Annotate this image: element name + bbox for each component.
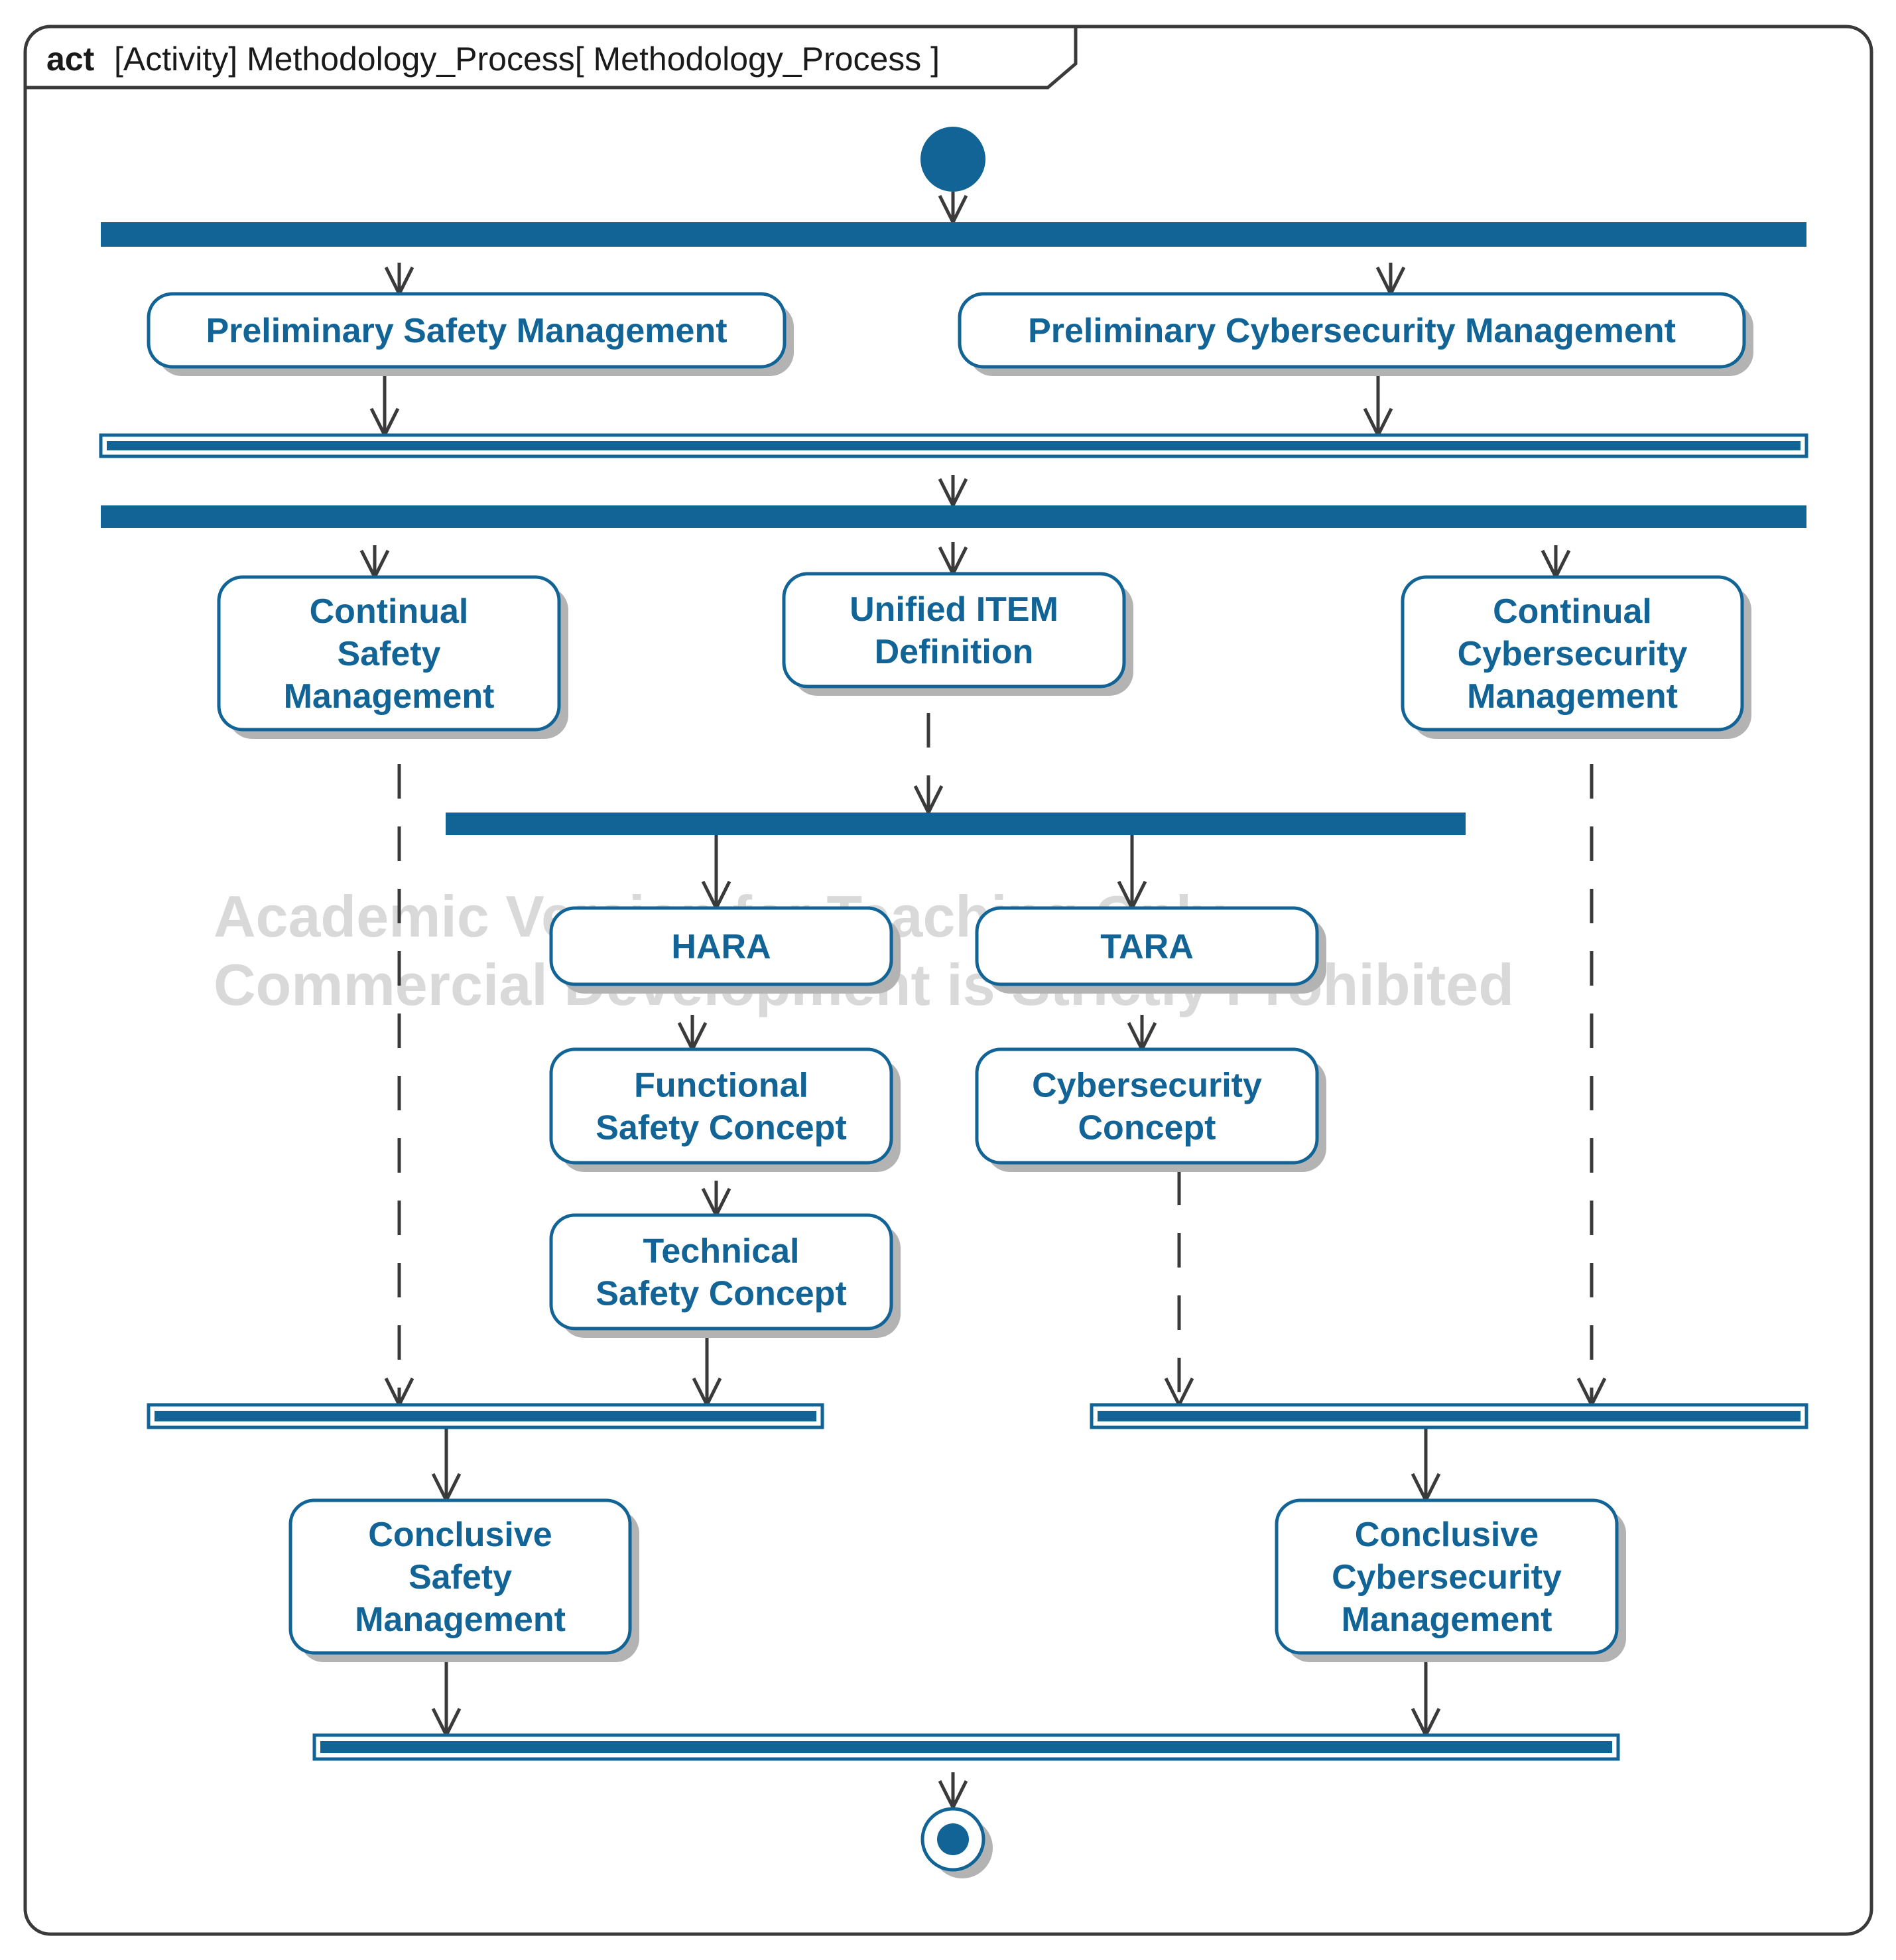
action-label-line: Management xyxy=(1467,677,1678,716)
action-box xyxy=(549,906,893,986)
action-label-line: Technical xyxy=(643,1232,799,1271)
fork-bar-3 xyxy=(446,813,1466,835)
action-label-line: Safety xyxy=(337,635,440,673)
join-bar-4-fill xyxy=(320,1741,1612,1753)
fork-join-bars xyxy=(99,222,1808,1761)
action-box xyxy=(975,906,1319,986)
action-label-line: Functional xyxy=(634,1067,808,1105)
action-label-line: Cybersecurity xyxy=(1332,1558,1562,1597)
frame-keyword: act xyxy=(46,40,95,78)
action-label-line: Continual xyxy=(310,592,469,631)
action-label-line: Unified ITEM xyxy=(850,590,1058,629)
diagram-frame xyxy=(23,25,1873,1936)
frame-label: [Activity] Methodology_Process[ Methodol… xyxy=(114,40,940,78)
join-bar-2-fill xyxy=(155,1411,816,1421)
action-box xyxy=(288,1498,632,1655)
action-nodes: Preliminary Safety Management Preliminary… xyxy=(147,127,1753,1878)
action-label-line: Safety Concept xyxy=(596,1275,847,1313)
action-label-line: Continual xyxy=(1493,592,1652,631)
action-box xyxy=(1275,1498,1619,1655)
fork-bar-1 xyxy=(101,222,1806,247)
action-unified-item-definition: Unified ITEM Definition xyxy=(782,572,1133,696)
action-box xyxy=(549,1047,893,1165)
initial-node xyxy=(920,127,985,192)
action-label-line: Conclusive xyxy=(1355,1516,1539,1554)
action-preliminary-cybersecurity-management: Preliminary Cybersecurity Management xyxy=(958,292,1753,376)
action-box xyxy=(958,292,1746,369)
action-box xyxy=(1401,575,1744,732)
action-box xyxy=(147,292,787,369)
final-node-dot xyxy=(937,1823,969,1855)
action-preliminary-safety-management: Preliminary Safety Management xyxy=(147,292,794,376)
join-bar-1-fill xyxy=(107,441,1801,450)
control-flows xyxy=(359,192,1607,1811)
action-label-line: Management xyxy=(1342,1601,1552,1639)
action-label-line: Management xyxy=(355,1601,566,1639)
action-label-line: Safety xyxy=(409,1558,512,1597)
action-label-line: Preliminary Safety Management xyxy=(206,312,727,350)
join-bar-3-fill xyxy=(1098,1411,1801,1421)
action-label-line: HARA xyxy=(671,928,771,966)
action-tara: TARA xyxy=(975,906,1326,994)
action-label-line: Management xyxy=(284,677,495,716)
action-box xyxy=(975,1047,1319,1165)
action-box xyxy=(782,572,1126,688)
action-label-line: Safety Concept xyxy=(596,1109,847,1147)
action-box xyxy=(549,1213,893,1331)
action-hara: HARA xyxy=(549,906,901,994)
action-label-line: Conclusive xyxy=(368,1516,552,1554)
action-label-line: Cybersecurity xyxy=(1458,635,1688,673)
fork-bar-2 xyxy=(101,505,1806,528)
action-label-line: Concept xyxy=(1078,1109,1216,1147)
frame-label-tab xyxy=(25,27,1078,90)
action-label-line: TARA xyxy=(1100,928,1194,966)
action-box xyxy=(217,575,561,732)
action-label-line: Cybersecurity xyxy=(1032,1067,1262,1105)
action-label-line: Definition xyxy=(875,633,1034,671)
action-label-line: Preliminary Cybersecurity Management xyxy=(1028,312,1676,350)
